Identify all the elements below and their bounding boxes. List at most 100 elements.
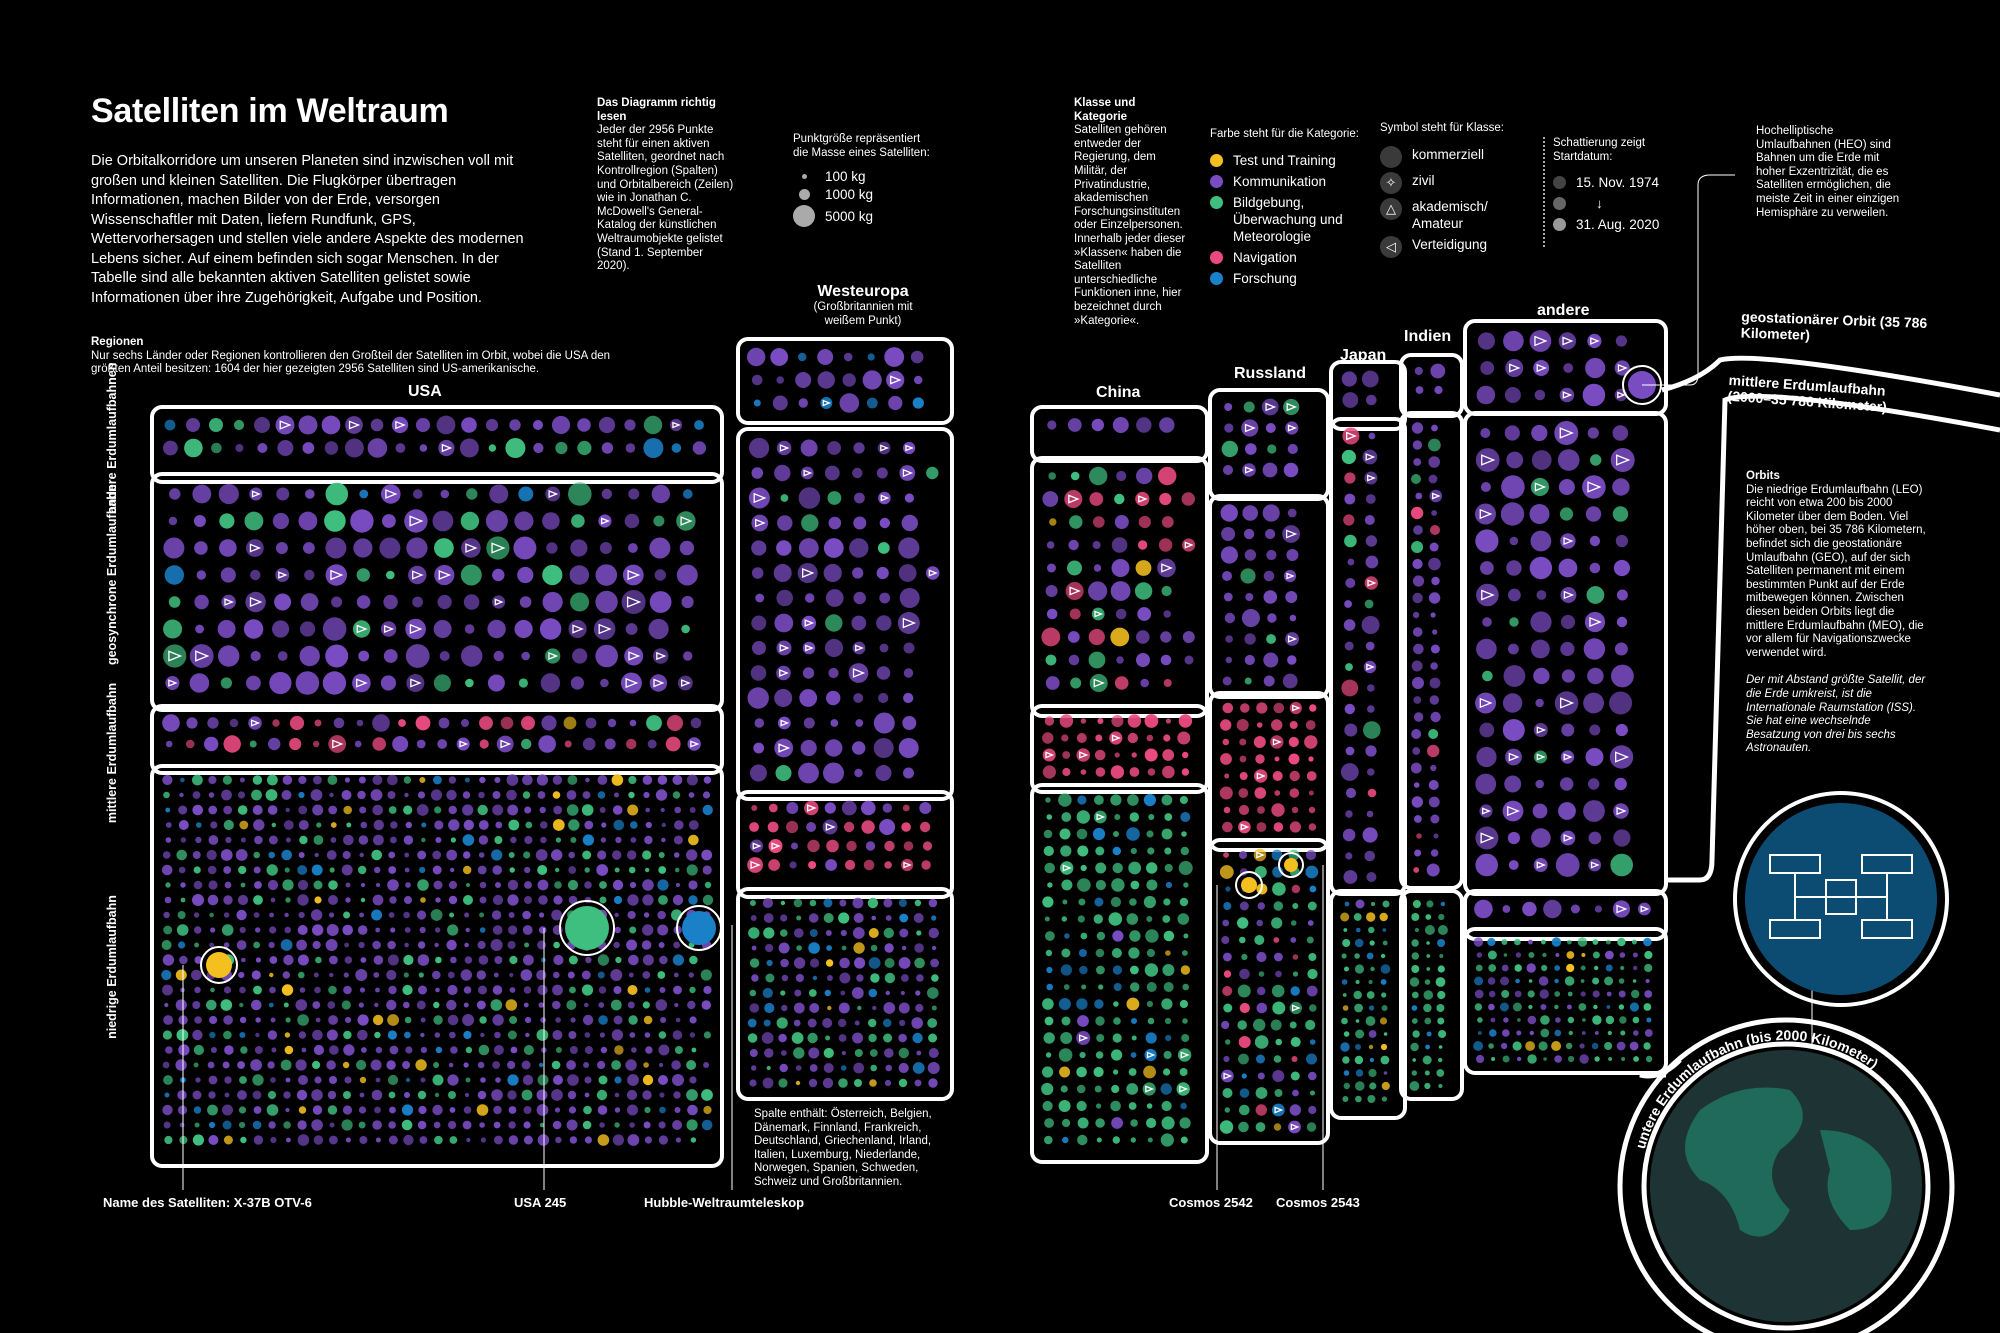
satellite-dot: [401, 1104, 414, 1116]
corridor-japan-leo: [1329, 889, 1407, 1120]
satellite-dot: [255, 1032, 260, 1038]
satellite-dot: [1093, 1066, 1104, 1078]
satellite-dot: [327, 1090, 337, 1100]
satellite-dot: [1147, 768, 1156, 776]
satellite-dot: [1527, 1015, 1537, 1025]
satellite-dot: [552, 791, 561, 799]
satellite-dot: [1239, 772, 1248, 780]
satellite-dot: [597, 1105, 608, 1115]
satellite-dot: [1344, 472, 1356, 484]
satellite-dot: [1137, 607, 1152, 621]
satellite-dot: [1615, 534, 1628, 548]
satellite-dot: [1179, 999, 1188, 1009]
satellite-dot: [879, 643, 889, 653]
satellite-dot: [1308, 823, 1317, 831]
satellite-dot: [224, 1092, 230, 1098]
satellite-dot: [210, 987, 215, 993]
satellite-dot: [179, 955, 188, 965]
satellite-dot: [420, 1032, 425, 1038]
satellite-dot: [810, 958, 820, 968]
satellite-dot: [420, 1077, 426, 1083]
satellite-dot: [1604, 976, 1614, 986]
satellite-dot: [1475, 826, 1499, 850]
shade-legend: Schattierung zeigt Startdatum: 15. Nov. …: [1553, 137, 1703, 237]
satellite-dot: [405, 821, 412, 829]
satellite-dot: [1256, 951, 1267, 963]
class-symbol-icon: [330, 569, 344, 581]
satellite-dot: [1143, 895, 1156, 909]
satellite-dot: [184, 438, 203, 458]
satellite-dot: [1077, 795, 1087, 805]
satellite-dot: [1043, 845, 1054, 857]
color-legend-item: Bildgebung, Überwachung und Meteorologie: [1210, 194, 1360, 245]
satellite-dot: [1181, 768, 1190, 776]
satellite-dot: [898, 1047, 909, 1059]
satellite-dot: [762, 987, 773, 999]
satellite-dot: [570, 539, 588, 557]
satellite-dot: [1068, 539, 1079, 551]
satellite-dot: [220, 849, 233, 861]
satellite-dot: [1273, 822, 1284, 832]
satellite-dot: [780, 958, 789, 968]
satellite-dot: [1128, 947, 1140, 959]
satellite-dot: [584, 1136, 593, 1144]
satellite-dot: [1306, 771, 1317, 781]
satellite-dot: [1042, 1066, 1054, 1078]
satellite-dot: [239, 986, 246, 994]
satellite-dot: [593, 618, 616, 640]
satellite-dot: [1219, 786, 1233, 800]
satellite-dot: [357, 925, 368, 935]
satellite-dot: [1292, 903, 1299, 909]
satellite-dot: [1558, 558, 1578, 578]
satellite-dot: [1163, 1050, 1172, 1060]
satellite-dot: [927, 1062, 940, 1074]
satellite-dot: [661, 837, 666, 843]
satellite-dot: [1343, 928, 1348, 932]
corridor-usa-leo: [150, 764, 724, 1168]
satellite-dot: [776, 540, 792, 556]
satellite-dot: [1345, 663, 1353, 671]
satellite-dot: [1424, 979, 1431, 985]
satellite-dot: [538, 926, 547, 934]
satellite-dot: [403, 805, 413, 815]
satellite-dot: [646, 715, 662, 731]
satellite-dot: [853, 913, 864, 923]
satellite-dot: [525, 821, 533, 829]
satellite-dot: [508, 925, 518, 935]
satellite-dot: [448, 805, 457, 815]
satellite-dot: [194, 942, 200, 948]
satellite-dot: [1091, 418, 1105, 432]
satellite-dot: [658, 1121, 666, 1129]
satellite-dot: [868, 1018, 877, 1028]
orbits-heading: Orbits: [1746, 470, 1780, 482]
satellite-dot: [581, 804, 594, 816]
satellite-dot: [476, 1104, 489, 1116]
satellite-dot: [1383, 1071, 1388, 1075]
satellite-dot: [702, 865, 712, 875]
satellite-dot: [570, 592, 590, 612]
satellite-dot: [255, 1017, 261, 1023]
satellite-dot: [539, 1122, 545, 1128]
satellite-dot: [222, 1104, 233, 1116]
satellite-dot: [1241, 609, 1260, 627]
satellite-dot: [300, 593, 319, 611]
satellite-dot: [390, 836, 397, 844]
satellite-dot: [254, 417, 270, 433]
satellite-dot: [660, 1017, 667, 1023]
satellite-dot: [313, 740, 320, 748]
satellite-dot: [1533, 667, 1550, 685]
satellite-dot: [625, 443, 636, 453]
satellite-dot: [1146, 862, 1158, 874]
satellite-dot: [490, 939, 503, 951]
satellite-dot: [1179, 1068, 1188, 1076]
satellite-dot: [1184, 655, 1194, 665]
satellite-dot: [1415, 492, 1423, 500]
satellite-dot: [808, 1078, 818, 1088]
satellite-dot: [1273, 937, 1280, 943]
satellite-dot: [797, 563, 818, 583]
satellite-dot: [1244, 654, 1255, 666]
satellite-dot: [285, 837, 291, 843]
satellite-dot: [1045, 676, 1060, 690]
satellite-dot: [404, 852, 410, 858]
satellite-dot: [540, 957, 546, 963]
